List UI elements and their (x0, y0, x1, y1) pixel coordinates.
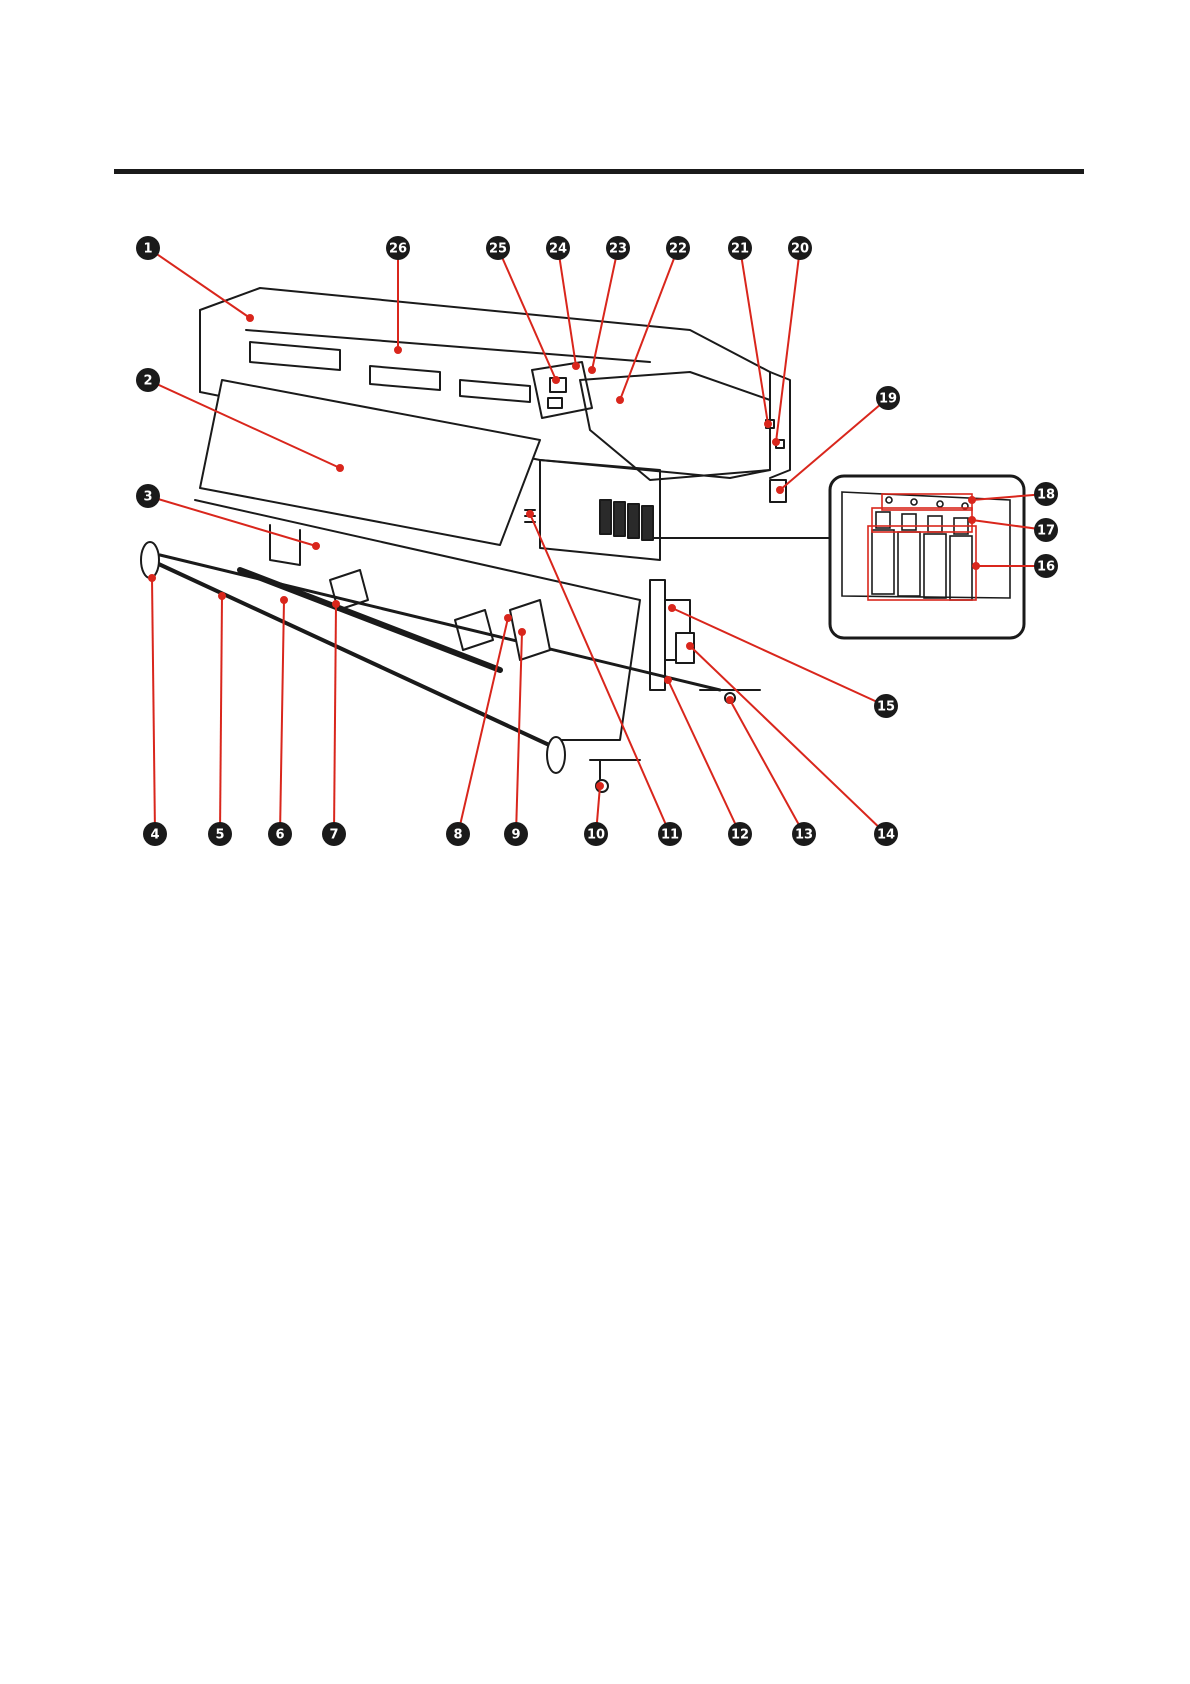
callout-number: 12 (731, 828, 749, 843)
callout-dot-6 (281, 597, 287, 603)
callout-number: 7 (329, 828, 338, 843)
callout-badge-22: 22 (666, 236, 690, 260)
callout-dot-22 (617, 397, 623, 403)
callout-badge-7: 7 (322, 822, 346, 846)
callout-number: 17 (1037, 524, 1055, 539)
callout-dot-18 (969, 497, 975, 503)
callout-badge-6: 6 (268, 822, 292, 846)
callout-badge-19: 19 (876, 386, 900, 410)
callout-number: 9 (511, 828, 520, 843)
callout-number: 25 (489, 242, 507, 257)
callout-dot-4 (149, 575, 155, 581)
callout-badge-8: 8 (446, 822, 470, 846)
callout-badge-23: 23 (606, 236, 630, 260)
callout-dot-25 (553, 377, 559, 383)
callout-line-1 (148, 248, 250, 318)
callout-number: 14 (877, 828, 895, 843)
callout-dot-3 (313, 543, 319, 549)
callout-line-6 (280, 600, 284, 834)
callout-dot-12 (665, 677, 671, 683)
callout-badge-15: 15 (874, 694, 898, 718)
callout-badge-12: 12 (728, 822, 752, 846)
callout-number: 23 (609, 242, 627, 257)
callout-number: 3 (143, 490, 152, 505)
callout-line-5 (220, 596, 222, 834)
callout-badge-10: 10 (584, 822, 608, 846)
callout-dot-15 (669, 605, 675, 611)
callout-badge-4: 4 (143, 822, 167, 846)
callout-number: 22 (669, 242, 687, 257)
callout-badge-21: 21 (728, 236, 752, 260)
callout-dot-14 (687, 643, 693, 649)
callout-number: 24 (549, 242, 567, 257)
callout-number: 13 (795, 828, 813, 843)
callout-dot-11 (527, 511, 533, 517)
callout-line-4 (152, 578, 155, 834)
callout-dot-20 (773, 439, 779, 445)
callout-number: 6 (275, 828, 284, 843)
callout-number: 20 (791, 242, 809, 257)
callout-badge-2: 2 (136, 368, 160, 392)
callout-dot-16 (973, 563, 979, 569)
callout-badge-17: 17 (1034, 518, 1058, 542)
callout-number: 2 (143, 374, 152, 389)
ink-area-inset (830, 476, 1024, 638)
callout-dot-9 (519, 629, 525, 635)
callout-badge-16: 16 (1034, 554, 1058, 578)
callout-dot-24 (573, 363, 579, 369)
callout-line-7 (334, 604, 336, 834)
callout-line-8 (458, 618, 508, 834)
callout-number: 19 (879, 392, 897, 407)
callout-badge-1: 1 (136, 236, 160, 260)
callout-number: 21 (731, 242, 749, 257)
callout-dot-5 (219, 593, 225, 599)
callout-dot-8 (505, 615, 511, 621)
callout-badge-5: 5 (208, 822, 232, 846)
callout-badge-26: 26 (386, 236, 410, 260)
callout-dot-21 (765, 421, 771, 427)
callout-badge-3: 3 (136, 484, 160, 508)
callout-badge-20: 20 (788, 236, 812, 260)
callout-number: 5 (215, 828, 224, 843)
callout-dot-2 (337, 465, 343, 471)
callout-badge-18: 18 (1034, 482, 1058, 506)
callout-dot-7 (333, 601, 339, 607)
callout-badge-9: 9 (504, 822, 528, 846)
callout-dot-23 (589, 367, 595, 373)
callout-badge-24: 24 (546, 236, 570, 260)
callout-number: 8 (453, 828, 462, 843)
callout-badge-13: 13 (792, 822, 816, 846)
callout-dot-1 (247, 315, 253, 321)
callout-dot-19 (777, 487, 783, 493)
callout-number: 16 (1037, 560, 1055, 575)
callout-number: 18 (1037, 488, 1055, 503)
callout-number: 11 (661, 828, 679, 843)
callout-dot-26 (395, 347, 401, 353)
callout-number: 10 (587, 828, 605, 843)
callout-dot-17 (969, 517, 975, 523)
callout-dot-13 (727, 697, 733, 703)
callout-badge-14: 14 (874, 822, 898, 846)
callout-number: 26 (389, 242, 407, 257)
callout-badge-25: 25 (486, 236, 510, 260)
callout-number: 15 (877, 700, 895, 715)
callout-number: 1 (143, 242, 152, 257)
callout-dot-10 (597, 783, 603, 789)
callout-number: 4 (150, 828, 159, 843)
callout-line-20 (776, 248, 800, 442)
callout-badge-11: 11 (658, 822, 682, 846)
